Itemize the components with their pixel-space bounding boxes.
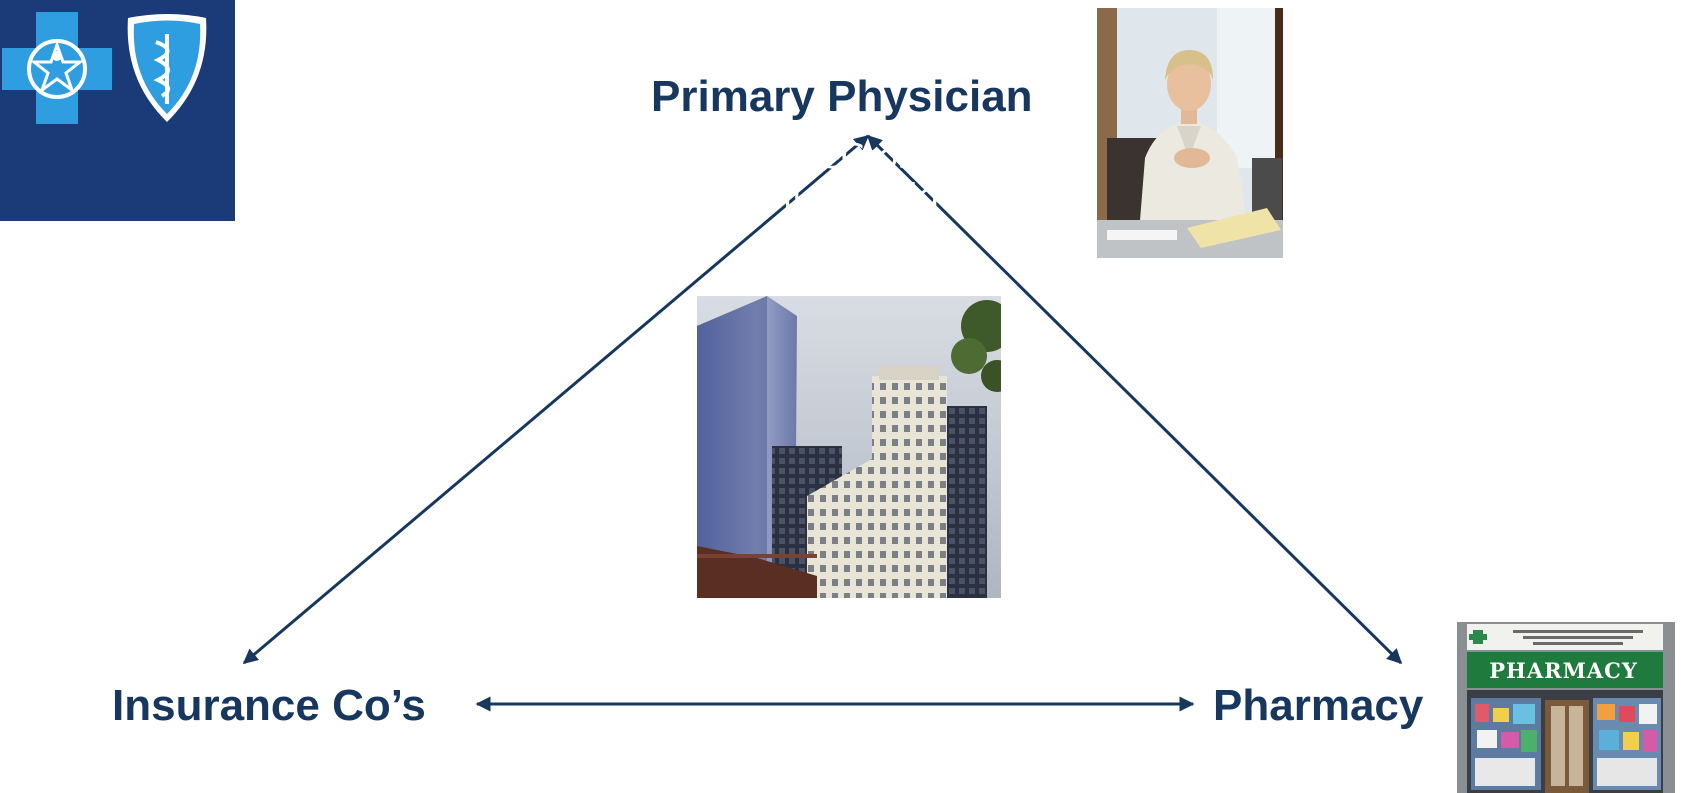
blueshield-text: BlueShield [759, 177, 940, 217]
doctor-portrait-icon [1097, 8, 1283, 258]
pharmacy-storefront-icon: PHARMACY [1453, 618, 1685, 793]
pharmacy-sign-text: PHARMACY [1489, 658, 1638, 683]
bluecross-text: BlueCross [765, 137, 934, 177]
arrow-physician-insurance [242, 134, 870, 665]
bluecross-blueshield-logo-icon: BlueCross BlueShield [0, 0, 939, 221]
insurance-label: Insurance Co’s [112, 681, 426, 730]
city-buildings-icon [697, 296, 1001, 598]
arrow-physician-pharmacy [866, 134, 1403, 665]
pharmacy-label: Pharmacy [1213, 681, 1424, 730]
primary-physician-label: Primary Physician [651, 72, 1033, 121]
